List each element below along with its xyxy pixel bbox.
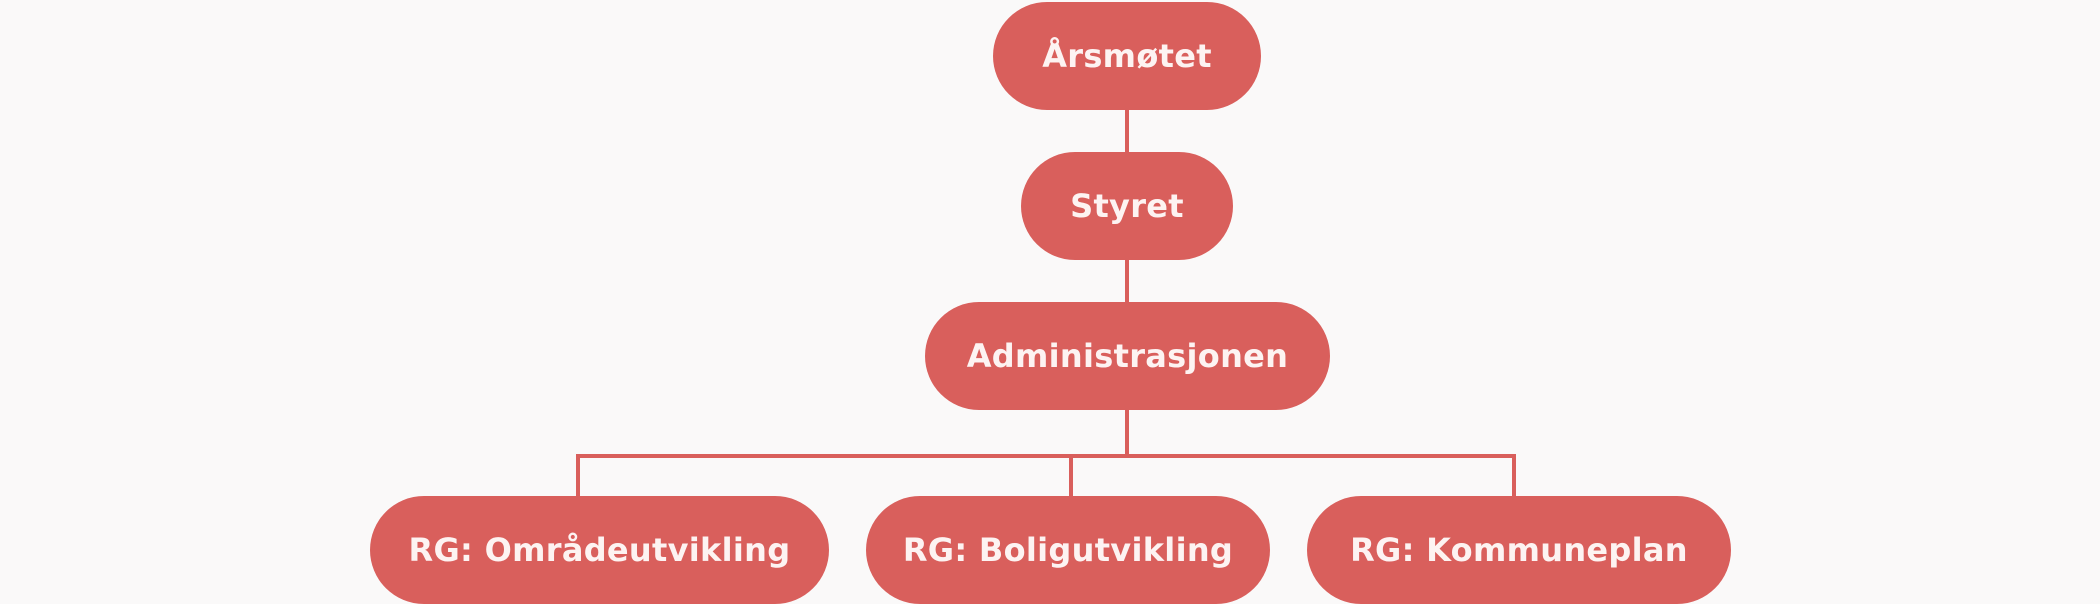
connector-styret-administrasjonen (1125, 258, 1129, 304)
connector-branch-omradeutvikling (576, 454, 580, 498)
connector-arsmotet-styret (1125, 108, 1129, 154)
node-arsmotet: Årsmøtet (993, 2, 1261, 110)
node-rg-boligutvikling: RG: Boligutvikling (866, 496, 1270, 604)
connector-branch-boligutvikling (1069, 454, 1073, 498)
connector-branch-horizontal (576, 454, 1516, 458)
connector-administrasjonen-branch (1125, 408, 1129, 456)
node-rg-omradeutvikling: RG: Områdeutvikling (370, 496, 829, 604)
node-rg-kommuneplan: RG: Kommuneplan (1307, 496, 1731, 604)
connector-branch-kommuneplan (1512, 454, 1516, 498)
node-administrasjonen: Administrasjonen (925, 302, 1330, 410)
node-styret: Styret (1021, 152, 1233, 260)
